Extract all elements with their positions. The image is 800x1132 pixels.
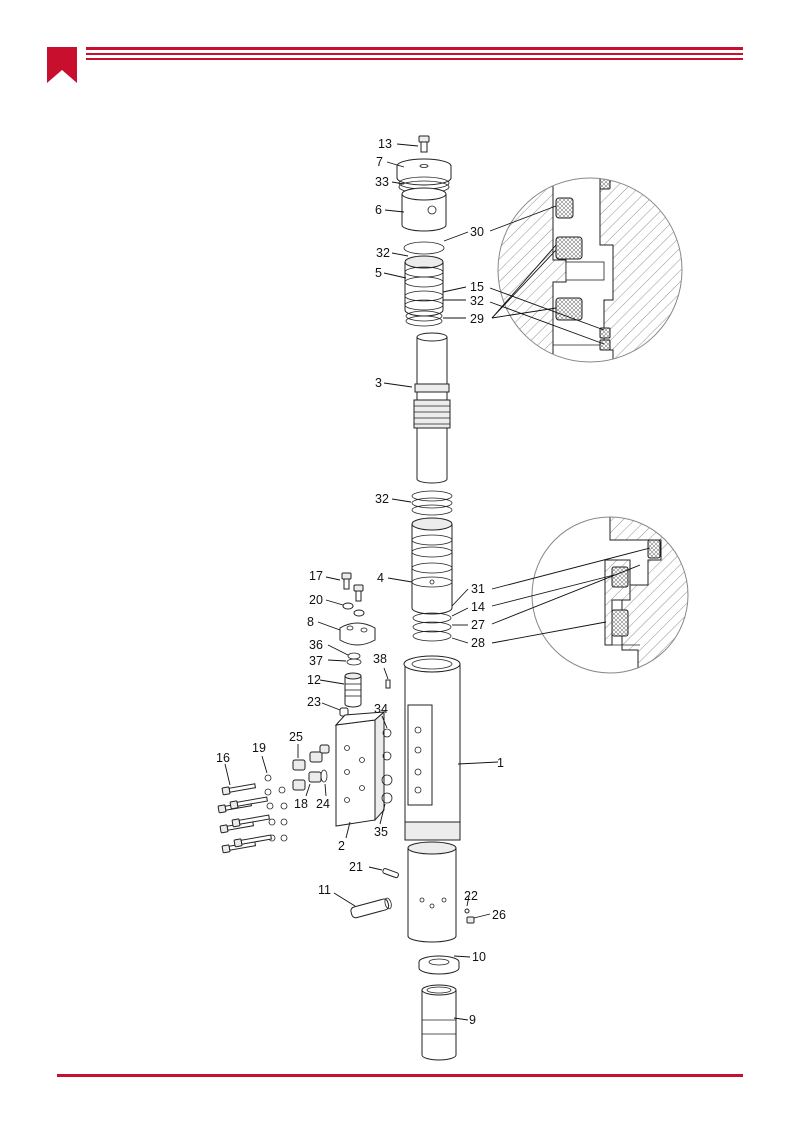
label-4: 4 [377, 571, 384, 585]
page-header [47, 47, 743, 83]
header-rule-3 [86, 58, 743, 60]
part-29-ring-a [405, 310, 443, 322]
label-34: 34 [374, 702, 388, 716]
part-11-sleeve [350, 897, 392, 919]
label-19: 19 [252, 741, 266, 755]
label-9: 9 [469, 1013, 476, 1027]
label-29: 29 [470, 312, 484, 326]
main-assembly [396, 135, 461, 1061]
part-20-washer-a [342, 602, 354, 610]
part-35-rings [381, 774, 393, 804]
part-2-block [334, 710, 386, 827]
label-6: 6 [375, 203, 382, 217]
part-17-screws [341, 572, 364, 602]
part-32-oring-middle [411, 490, 453, 516]
part-29-ring-b [405, 315, 443, 327]
label-28: 28 [471, 636, 485, 650]
label-18: 18 [294, 797, 308, 811]
part-5-piston [404, 255, 444, 317]
part-25-fittings [292, 744, 330, 771]
part-8-flange [339, 622, 376, 646]
part-13-screw [418, 135, 430, 153]
part-4-piston [411, 517, 453, 615]
label-37: 37 [309, 654, 323, 668]
part-1-body [403, 655, 461, 943]
label-32-middle: 32 [375, 492, 389, 506]
header-rule-1 [86, 47, 743, 50]
part-34-rings [382, 728, 392, 761]
leader-lines [224, 143, 651, 1021]
label-13: 13 [378, 137, 392, 151]
footer-rule [57, 1074, 743, 1077]
label-14: 14 [471, 600, 485, 614]
label-20: 20 [309, 593, 323, 607]
label-3: 3 [375, 376, 382, 390]
label-24: 24 [316, 797, 330, 811]
label-10: 10 [472, 950, 486, 964]
label-16: 16 [216, 751, 230, 765]
label-33: 33 [375, 175, 389, 189]
label-23: 23 [307, 695, 321, 709]
part-labels: 13 7 33 6 30 32 5 15 32 29 3 32 4 31 14 … [216, 137, 506, 1027]
label-21: 21 [349, 860, 363, 874]
label-27: 27 [471, 618, 485, 632]
label-12: 12 [307, 673, 321, 687]
bookmark-icon [47, 47, 77, 83]
label-11: 11 [318, 883, 331, 897]
part-26-plug [466, 916, 475, 924]
label-26: 26 [492, 908, 506, 922]
label-15: 15 [470, 280, 484, 294]
label-2: 2 [338, 839, 345, 853]
label-30: 30 [470, 225, 484, 239]
part-38-pin [385, 679, 391, 689]
part-12-valve [344, 672, 362, 708]
label-7: 7 [376, 155, 383, 169]
detail-view-upper [497, 177, 683, 363]
part-10-washer [418, 955, 460, 975]
detail-view-lower [531, 516, 689, 674]
label-35: 35 [374, 825, 388, 839]
part-3-rod [413, 332, 451, 484]
part-19-washers [264, 774, 288, 842]
label-5: 5 [375, 266, 382, 280]
label-25: 25 [289, 730, 303, 744]
label-8: 8 [307, 615, 314, 629]
label-31: 31 [471, 582, 485, 596]
label-32-upper: 32 [376, 246, 390, 260]
part-6-sleeve [401, 187, 447, 232]
part-7-cap [396, 158, 452, 186]
part-32-oring-upper [403, 241, 445, 255]
part-28-ring [412, 630, 452, 642]
label-38: 38 [373, 652, 387, 666]
label-1: 1 [497, 756, 504, 770]
part-21-pin [382, 868, 399, 879]
part-27-ring [412, 621, 452, 633]
header-rule-2 [86, 53, 743, 55]
part-20-washer-b [353, 609, 365, 617]
part-16-bolts [217, 783, 272, 854]
part-37-ring [346, 658, 362, 666]
label-32-right: 32 [470, 294, 484, 308]
part-14-ring [412, 612, 452, 624]
part-9-bushing [421, 984, 457, 1061]
label-17: 17 [309, 569, 323, 583]
label-22: 22 [464, 889, 478, 903]
label-36: 36 [309, 638, 323, 652]
part-18-fittings [292, 771, 322, 791]
valve-assembly [217, 572, 475, 924]
part-22-ball [464, 908, 470, 914]
part-24-ring [320, 769, 328, 783]
part-36-ring [347, 652, 361, 660]
